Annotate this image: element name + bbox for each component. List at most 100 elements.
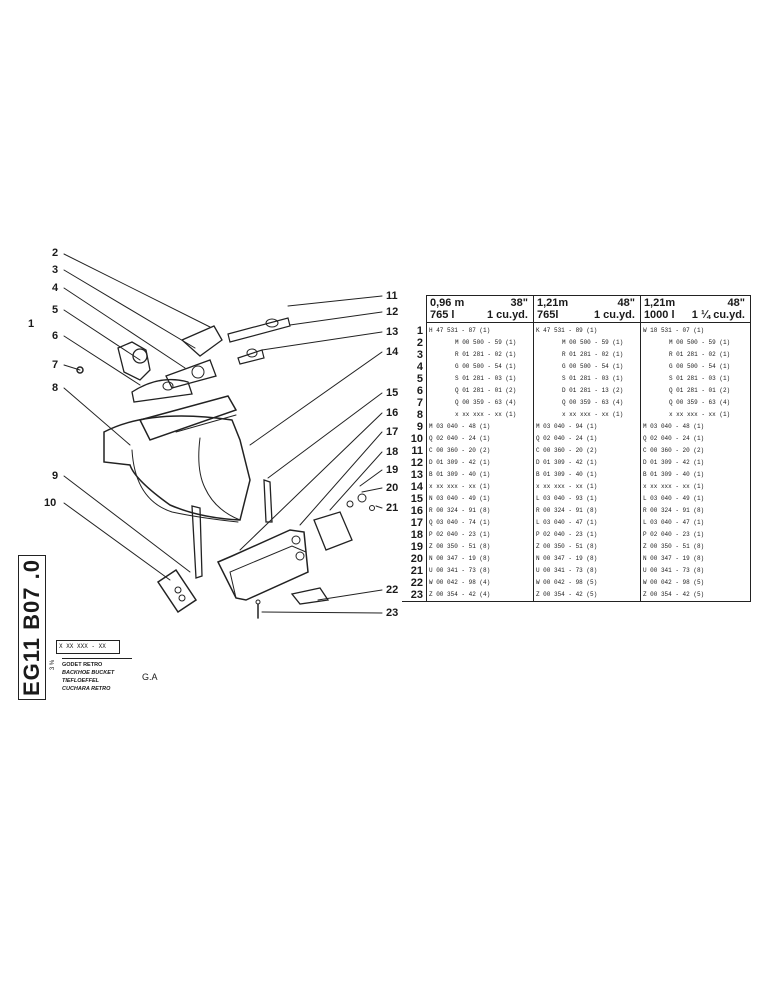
callout-10: 10 [44,497,57,509]
name-french: GODET RETRO [62,662,103,668]
part-number-col3: Q 00 359 - 63 (4) [639,397,752,409]
col3-width: 48" [727,297,745,309]
callout-16: 16 [386,407,399,419]
part-number-col2: S 01 281 - 03 (1) [532,373,641,385]
part-number-col1: Q 00 359 - 63 (4) [426,397,534,409]
callout-12: 12 [386,306,399,318]
part-number-col1: D 01 309 - 42 (1) [426,457,534,469]
part-number-col1: Q 01 281 - 01 (2) [426,385,534,397]
part-number-col3: x xx xxx - xx (1) [639,409,752,421]
part-number-col2: L 03 040 - 47 (1) [532,517,641,529]
part-number-col3: Q 02 040 - 24 (1) [639,433,752,445]
part-number-col1: Z 00 354 - 42 (4) [426,589,534,602]
name-english: BACKHOE BUCKET [62,670,115,676]
name-spanish: CUCHARA RETRO [62,686,111,692]
part-number-col3: D 01 309 - 42 (1) [639,457,752,469]
part-number-col3: B 01 309 - 40 (1) [639,469,752,481]
position-cell: 7 [402,397,427,409]
part-number-col3: Z 00 350 - 51 (8) [639,541,752,553]
callout-11: 11 [386,290,398,302]
part-number-col2: B 01 309 - 40 (1) [532,469,641,481]
callout-9: 9 [52,470,59,482]
part-number-col2: K 47 531 - 89 (1) [532,322,641,337]
part-number-col2: P 02 040 - 23 (1) [532,529,641,541]
callout-14: 14 [386,346,399,358]
col1-volume: 765 l [430,309,455,321]
part-number-col3: M 00 500 - 59 (1) [639,337,752,349]
part-number-col3: L 03 040 - 47 (1) [639,517,752,529]
part-number-col2: Z 00 354 - 42 (5) [532,589,641,602]
title-block: X XX XXX - XX 3 % GODET RETRO BACKHOE BU… [50,640,218,700]
callout-3: 3 [52,264,59,276]
part-number-col3: N 00 347 - 19 (8) [639,553,752,565]
part-number-col2: D 01 309 - 42 (1) [532,457,641,469]
part-number-col3: Q 01 281 - 01 (2) [639,385,752,397]
position-cell: 14 [402,481,427,493]
col2-volume: 765l [536,309,559,321]
part-number-col1: Q 02 040 - 24 (1) [426,433,534,445]
col3-size: 1,21m [643,297,676,309]
position-cell: 15 [402,493,427,505]
callout-8: 8 [52,382,59,394]
col2-width: 48" [617,297,635,309]
callout-17: 17 [386,426,399,438]
part-number-col1: x xx xxx - xx (1) [426,409,534,421]
part-number-col2: x xx xxx - xx (1) [532,481,641,493]
part-number-col2: U 00 341 - 73 (8) [532,565,641,577]
position-cell: 13 [402,469,427,481]
callout-2: 2 [52,247,59,259]
drawing-code: EG11 B07 .0 [18,555,46,700]
part-number-col3: R 00 324 - 91 (8) [639,505,752,517]
callout-21: 21 [386,502,399,514]
part-number-col1: S 01 281 - 03 (1) [426,373,534,385]
part-number-col2: x xx xxx - xx (1) [532,409,641,421]
part-number-col1: N 03 040 - 49 (1) [426,493,534,505]
callout-22: 22 [386,584,399,596]
part-number-col3: M 03 040 - 48 (1) [639,421,752,433]
part-number-col3: L 03 040 - 49 (1) [639,493,752,505]
position-cell: 2 [402,337,427,349]
part-number-col3: S 01 281 - 03 (1) [639,373,752,385]
callout-23: 23 [386,607,399,619]
position-cell: 18 [402,529,427,541]
part-number-col1: C 00 360 - 20 (2) [426,445,534,457]
part-number-col2: G 00 500 - 54 (1) [532,361,641,373]
reference-subscript: 3 % [50,659,57,671]
position-cell: 1 [402,322,427,337]
callout-6: 6 [52,330,59,342]
position-cell: 5 [402,373,427,385]
part-number-col3: Z 00 354 - 42 (5) [639,589,752,602]
callout-13: 13 [386,326,399,338]
part-number-col1: P 02 040 - 23 (1) [426,529,534,541]
position-cell: 9 [402,421,427,433]
part-number-col2: W 00 042 - 98 (5) [532,577,641,589]
part-number-col3: U 00 341 - 73 (8) [639,565,752,577]
callout-20: 20 [386,482,399,494]
part-number-col1: B 01 309 - 40 (1) [426,469,534,481]
position-cell: 10 [402,433,427,445]
part-number-col3: x xx xxx - xx (1) [639,481,752,493]
part-names: GODET RETRO BACKHOE BUCKET TIEFLOEFFEL C… [62,658,132,693]
callout-19: 19 [386,464,399,476]
part-number-col3: P 02 040 - 23 (1) [639,529,752,541]
part-number-col3: G 00 500 - 54 (1) [639,361,752,373]
part-number-col1: H 47 531 - 87 (1) [426,322,534,337]
part-number-col3: W 18 531 - 07 (1) [639,322,752,337]
part-number-col1: M 00 500 - 59 (1) [426,337,534,349]
part-number-col2: Z 00 350 - 51 (8) [532,541,641,553]
callout-4: 4 [52,282,59,294]
